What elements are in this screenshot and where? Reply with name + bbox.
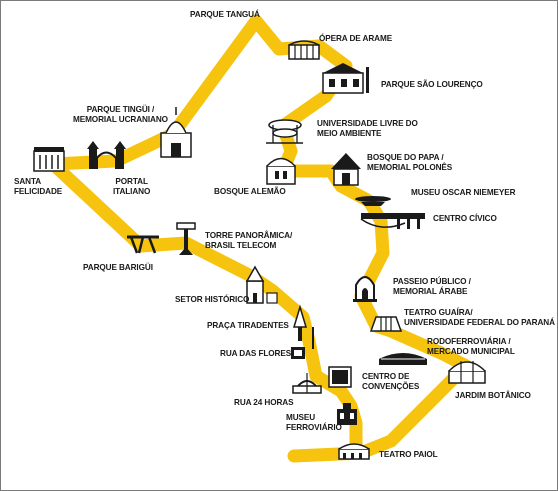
rua-das-flores-icon — [291, 347, 305, 359]
label-line: BRASIL TELECOM — [205, 240, 277, 250]
passeio-publico-icon — [353, 276, 377, 302]
label-rodoferroviaria: RODOFERROVIÁRIA /MERCADO MUNICIPAL — [427, 337, 515, 356]
bosque-alemao-icon — [266, 157, 296, 185]
label-line: BOSQUE ALEMÃO — [214, 187, 286, 196]
label-line: CENTRO DE — [362, 372, 410, 381]
rua-24-horas-icon — [292, 373, 322, 394]
label-parque-barigui: PARQUE BARIGÜI — [83, 263, 153, 273]
label-line: SETOR HISTÓRICO — [175, 295, 250, 304]
label-line: TORRE PANORÂMICA/ — [205, 231, 293, 240]
label-line: MEMORIAL ÁRABE — [393, 286, 468, 296]
label-jardim-botanico: JARDIM BOTÂNICO — [455, 391, 531, 401]
label-line: PASSEIO PÚBLICO / — [393, 277, 471, 286]
label-line: ÓPERA DE ARAME — [319, 34, 393, 43]
opera-de-arame-icon — [288, 40, 320, 60]
bosque-do-papa-icon — [331, 153, 361, 186]
universidade-livre-icon — [266, 119, 303, 144]
label-line: ITALIANO — [113, 186, 151, 196]
label-bosque-do-papa: BOSQUE DO PAPA /MEMORIAL POLONÊS — [367, 153, 452, 172]
label-line: UNIVERSIDADE FEDERAL DO PARANÁ — [404, 317, 555, 327]
label-torre-panoramica: TORRE PANORÂMICA/BRASIL TELECOM — [205, 231, 292, 250]
label-teatro-guaira: TEATRO GUAÍRA/UNIVERSIDADE FEDERAL DO PA… — [404, 308, 555, 327]
label-line: BOSQUE DO PAPA / — [367, 153, 444, 162]
centro-de-convencoes-icon — [328, 366, 352, 388]
label-centro-civico: CENTRO CÍVICO — [433, 214, 497, 224]
label-line: SANTA — [14, 177, 42, 186]
parque-sao-lourenco-icon — [322, 63, 369, 94]
label-line: RUA DAS FLORES — [220, 349, 292, 358]
teatro-guaira-icon — [369, 316, 403, 332]
parque-tingui-icon — [160, 107, 192, 158]
label-line: PRAÇA TIRADENTES — [207, 321, 289, 330]
label-line: PARQUE SÃO LOURENÇO — [381, 80, 483, 89]
label-line: PORTAL — [115, 177, 148, 186]
label-line: MEIO AMBIENTE — [317, 128, 382, 138]
label-line: PARQUE TINGÜI / — [86, 105, 155, 114]
label-line: FERROVIÁRIO — [286, 422, 342, 432]
label-passeio-publico: PASSEIO PÚBLICO /MEMORIAL ÁRABE — [393, 277, 471, 296]
rodoferroviaria-icon — [379, 353, 427, 365]
label-line: MUSEU — [286, 413, 316, 422]
torre-panoramica-icon — [176, 222, 196, 255]
label-parque-sao-lourenco: PARQUE SÃO LOURENÇO — [381, 80, 483, 90]
label-praca-tiradentes: PRAÇA TIRADENTES — [207, 321, 289, 331]
label-line: MEMORIAL POLONÊS — [367, 162, 453, 172]
label-parque-tingui: PARQUE TINGÜI /MEMORIAL UCRANIANO — [73, 105, 168, 124]
label-line: MEMORIAL UCRANIANO — [73, 114, 168, 124]
label-teatro-paiol: TEATRO PAIOL — [379, 450, 438, 460]
label-opera-de-arame: ÓPERA DE ARAME — [319, 34, 392, 44]
setor-historico-icon — [245, 265, 278, 304]
label-bosque-alemao: BOSQUE ALEMÃO — [214, 187, 286, 197]
museu-oscar-niemeyer-icon — [355, 196, 391, 206]
label-museu-oscar-niemeyer: MUSEU OSCAR NIEMEYER — [411, 188, 516, 198]
label-line: RODOFERROVIÁRIA / — [427, 337, 511, 346]
praca-tiradentes-icon — [292, 304, 314, 349]
parque-barigui-icon — [127, 235, 159, 254]
label-line: MERCADO MUNICIPAL — [427, 346, 515, 356]
label-line: UNIVERSIDADE LIVRE DO — [317, 119, 418, 128]
label-rua-das-flores: RUA DAS FLORES — [220, 349, 291, 359]
label-line: RUA 24 HORAS — [234, 398, 294, 407]
label-line: PARQUE TANGUÁ — [190, 10, 260, 19]
label-line: TEATRO GUAÍRA/ — [404, 308, 473, 317]
centro-civico-icon — [360, 213, 425, 229]
label-line: TEATRO PAIOL — [379, 450, 438, 459]
label-line: PARQUE BARIGÜI — [83, 263, 153, 272]
label-line: JARDIM BOTÂNICO — [455, 391, 531, 400]
label-line: CENTRO CÍVICO — [433, 214, 497, 223]
label-rua-24-horas: RUA 24 HORAS — [234, 398, 294, 408]
museu-ferroviario-icon — [337, 403, 357, 425]
teatro-paiol-icon — [338, 443, 370, 460]
jardim-botanico-icon — [448, 361, 486, 384]
portal-italiano-icon — [87, 141, 126, 169]
label-line: FELICIDADE — [14, 186, 63, 196]
label-setor-historico: SETOR HISTÓRICO — [175, 295, 249, 305]
label-parque-tangua: PARQUE TANGUÁ — [190, 10, 260, 20]
label-line: MUSEU OSCAR NIEMEYER — [411, 188, 516, 197]
santa-felicidade-icon — [33, 147, 65, 172]
label-line: CONVENÇÕES — [362, 381, 420, 391]
stop-icons — [33, 40, 486, 460]
